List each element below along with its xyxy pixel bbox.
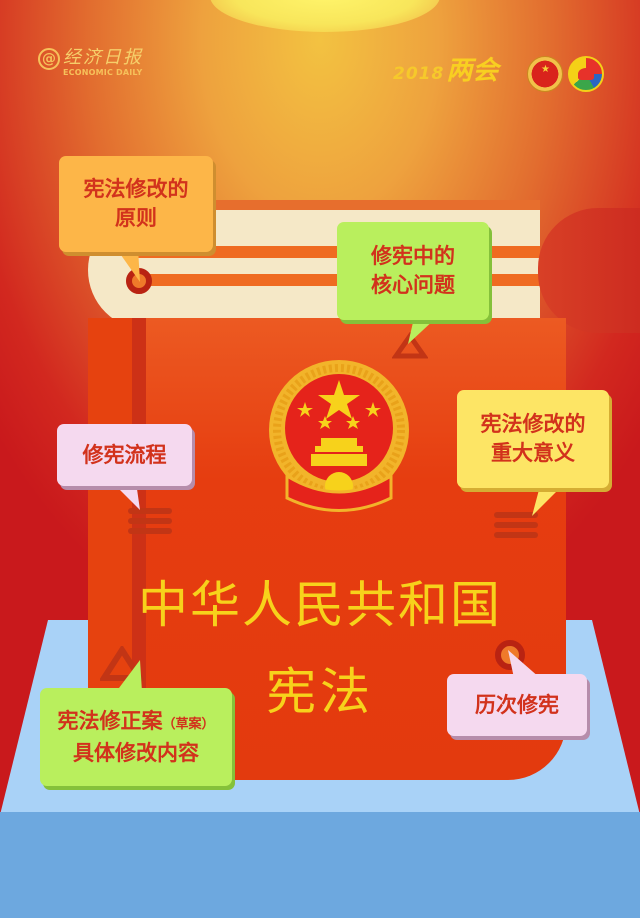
bubble-tail (116, 248, 140, 282)
bubble-tail (532, 486, 562, 516)
ring-marker-icon (495, 640, 525, 670)
bubble-label: 宪法修改的 (83, 177, 189, 201)
bubble-history[interactable]: 历次修宪 (447, 674, 587, 736)
bubble-label: 修宪中的 (371, 244, 455, 268)
bubble-amendment-details[interactable]: 宪法修正案（草案） 具体修改内容 (40, 688, 232, 786)
at-symbol-icon: @ (38, 48, 60, 70)
national-emblem-icon: ★ (527, 56, 563, 92)
bubble-tail (112, 482, 140, 510)
bubble-label-main: 宪法修正案 (57, 708, 163, 733)
logo-english-text: ECONOMIC DAILY (63, 68, 143, 77)
event-year: 2018 (393, 64, 445, 84)
lines-marker-icon (494, 512, 538, 542)
book-title-line1: 中华人民共和国 (138, 576, 502, 634)
bubble-tail (116, 660, 142, 692)
book-spine-curve (538, 208, 640, 333)
stage-platform-front (0, 812, 640, 918)
top-light-glow (210, 0, 440, 32)
bubble-label: 核心问题 (371, 273, 455, 297)
lines-marker-icon (128, 508, 172, 538)
bubble-label: 历次修宪 (475, 692, 559, 717)
bubble-process[interactable]: 修宪流程 (57, 424, 192, 486)
bubble-label: 重大意义 (491, 441, 575, 465)
triangle-marker-icon (392, 332, 428, 359)
bubble-label: 具体修改内容 (73, 740, 199, 765)
bubble-label: 修宪流程 (82, 442, 167, 467)
bubble-tail (508, 650, 540, 678)
bubble-label: 宪法修正案（草案） (57, 707, 214, 739)
triangle-marker-icon (100, 646, 144, 681)
bubble-core-issues[interactable]: 修宪中的 核心问题 (337, 222, 489, 320)
bubble-label: 原则 (115, 206, 157, 230)
bubble-label: 宪法修改的 (480, 412, 586, 436)
logo-chinese-text: 经济日报 (63, 47, 143, 68)
cppcc-emblem-icon (568, 56, 604, 92)
bubble-label-note: （草案） (162, 716, 215, 732)
two-sessions-title: 2018 两会 (393, 58, 498, 84)
economic-daily-logo: @ 经济日报 ECONOMIC DAILY (38, 48, 143, 77)
bubble-principles[interactable]: 宪法修改的 原则 (59, 156, 213, 252)
event-title: 两会 (446, 56, 499, 86)
book-title-line2: 宪法 (266, 663, 374, 721)
bubble-significance[interactable]: 宪法修改的 重大意义 (457, 390, 609, 488)
bubble-tail (408, 318, 436, 344)
national-emblem-icon (269, 360, 409, 512)
